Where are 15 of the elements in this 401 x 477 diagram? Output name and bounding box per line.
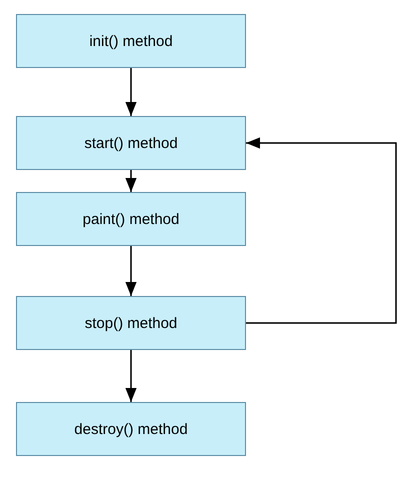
arrow (125, 68, 137, 116)
box-label: destroy() method (74, 420, 188, 438)
box-label: start() method (84, 134, 178, 152)
arrow (125, 170, 137, 192)
arrow (125, 246, 137, 296)
box-label: stop() method (84, 314, 178, 332)
process-box (16, 402, 246, 456)
process-box (16, 14, 246, 68)
process-box (16, 192, 246, 246)
process-box (16, 116, 246, 170)
box-label: paint() method (82, 210, 180, 228)
process-box (16, 296, 246, 350)
arrow (125, 350, 137, 402)
arrow (246, 137, 397, 324)
box-label: init() method (89, 32, 173, 50)
